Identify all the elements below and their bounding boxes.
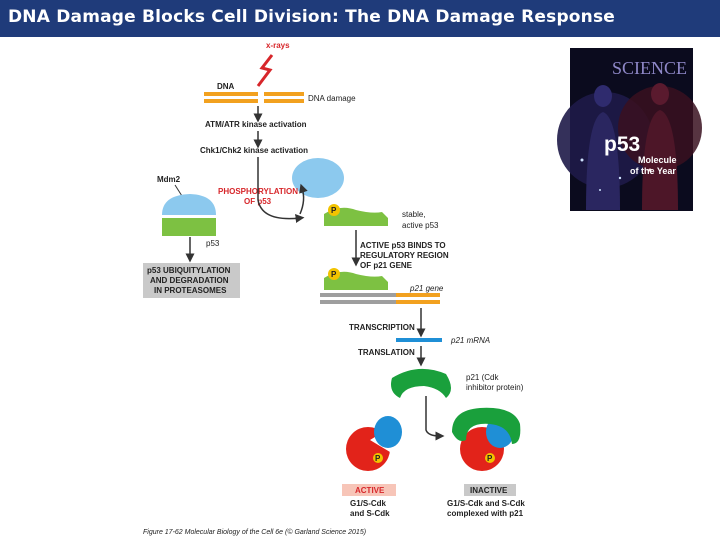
atm-atr-label: ATM/ATR kinase activation	[205, 120, 307, 129]
leader-line	[174, 184, 183, 197]
title-bar: DNA Damage Blocks Cell Division: The DNA…	[0, 0, 720, 37]
active-label: ACTIVE	[355, 486, 385, 495]
transcription-label: TRANSCRIPTION	[349, 323, 415, 332]
phosphate-mark: P	[331, 270, 337, 279]
phosphorylation-arrow	[257, 170, 305, 223]
phosphate-mark: P	[375, 454, 381, 463]
p21-mrna	[396, 338, 442, 342]
active-badge	[342, 484, 396, 496]
binds-label-2: REGULATORY REGION	[360, 251, 449, 260]
inactive-cdk-label-2: complexed with p21	[447, 509, 524, 518]
active-cdk-label-1: G1/S-Cdk	[350, 499, 387, 508]
binds-label-1: ACTIVE p53 BINDS TO	[360, 241, 446, 250]
inactive-cdk-label-1: G1/S-Cdk and S-Cdk	[447, 499, 525, 508]
p53-label: p53	[206, 239, 220, 248]
chk-label: Chk1/Chk2 kinase activation	[200, 146, 308, 155]
p21-mrna-label: p21 mRNA	[450, 336, 490, 345]
mdm2-label: Mdm2	[157, 175, 181, 184]
active-cdk-complex	[346, 416, 402, 471]
cover-subhead-1: Molecule	[638, 155, 677, 165]
binds-label-3: OF p21 GENE	[360, 261, 413, 270]
released-mdm2	[292, 158, 344, 198]
p21-protein	[391, 368, 451, 398]
translation-label: TRANSLATION	[358, 348, 415, 357]
slide-title: DNA Damage Blocks Cell Division: The DNA…	[8, 7, 616, 27]
p53-protein	[162, 218, 216, 236]
xray-bolt-icon	[256, 54, 274, 87]
phosphate-mark: P	[331, 206, 337, 215]
inhibition-arrow	[425, 396, 445, 441]
xrays-label: x-rays	[266, 41, 290, 50]
cover-masthead: SCIENCE	[612, 58, 687, 78]
stable-label-1: stable,	[402, 210, 426, 219]
mdm2-protein	[162, 194, 216, 215]
inactive-badge	[464, 484, 516, 496]
p21-protein-label-2: inhibitor protein)	[466, 383, 524, 392]
p21-protein-label-1: p21 (Cdk	[466, 373, 499, 382]
bound-p53-protein	[324, 271, 388, 290]
degradation-label-3: IN PROTEASOMES	[154, 286, 227, 295]
release-arrow	[299, 183, 308, 215]
active-cdk-label-2: and S-Cdk	[350, 509, 390, 518]
p21-gene-dna	[320, 293, 440, 304]
stable-label-2: active p53	[402, 221, 439, 230]
degradation-label-1: p53 UBIQUITYLATION	[147, 266, 231, 275]
p21-gene-label: p21 gene	[409, 284, 444, 293]
cover-headline: p53	[604, 133, 640, 156]
phosphate-mark: P	[487, 454, 493, 463]
inactive-label: INACTIVE	[470, 486, 508, 495]
dna-strand	[204, 92, 304, 103]
active-p53-protein	[324, 207, 388, 226]
cover-subhead-2: of the Year	[630, 166, 676, 176]
phosphate-icon	[328, 268, 340, 280]
degradation-box	[143, 263, 240, 298]
phosphate-icon	[328, 204, 340, 216]
science-cover	[557, 48, 702, 211]
dna-label: DNA	[217, 82, 235, 91]
dna-damage-label: DNA damage	[308, 94, 356, 103]
inactive-cdk-complex	[452, 407, 521, 471]
degradation-label-2: AND DEGRADATION	[150, 276, 229, 285]
figure-caption: Figure 17-62 Molecular Biology of the Ce…	[143, 528, 366, 536]
